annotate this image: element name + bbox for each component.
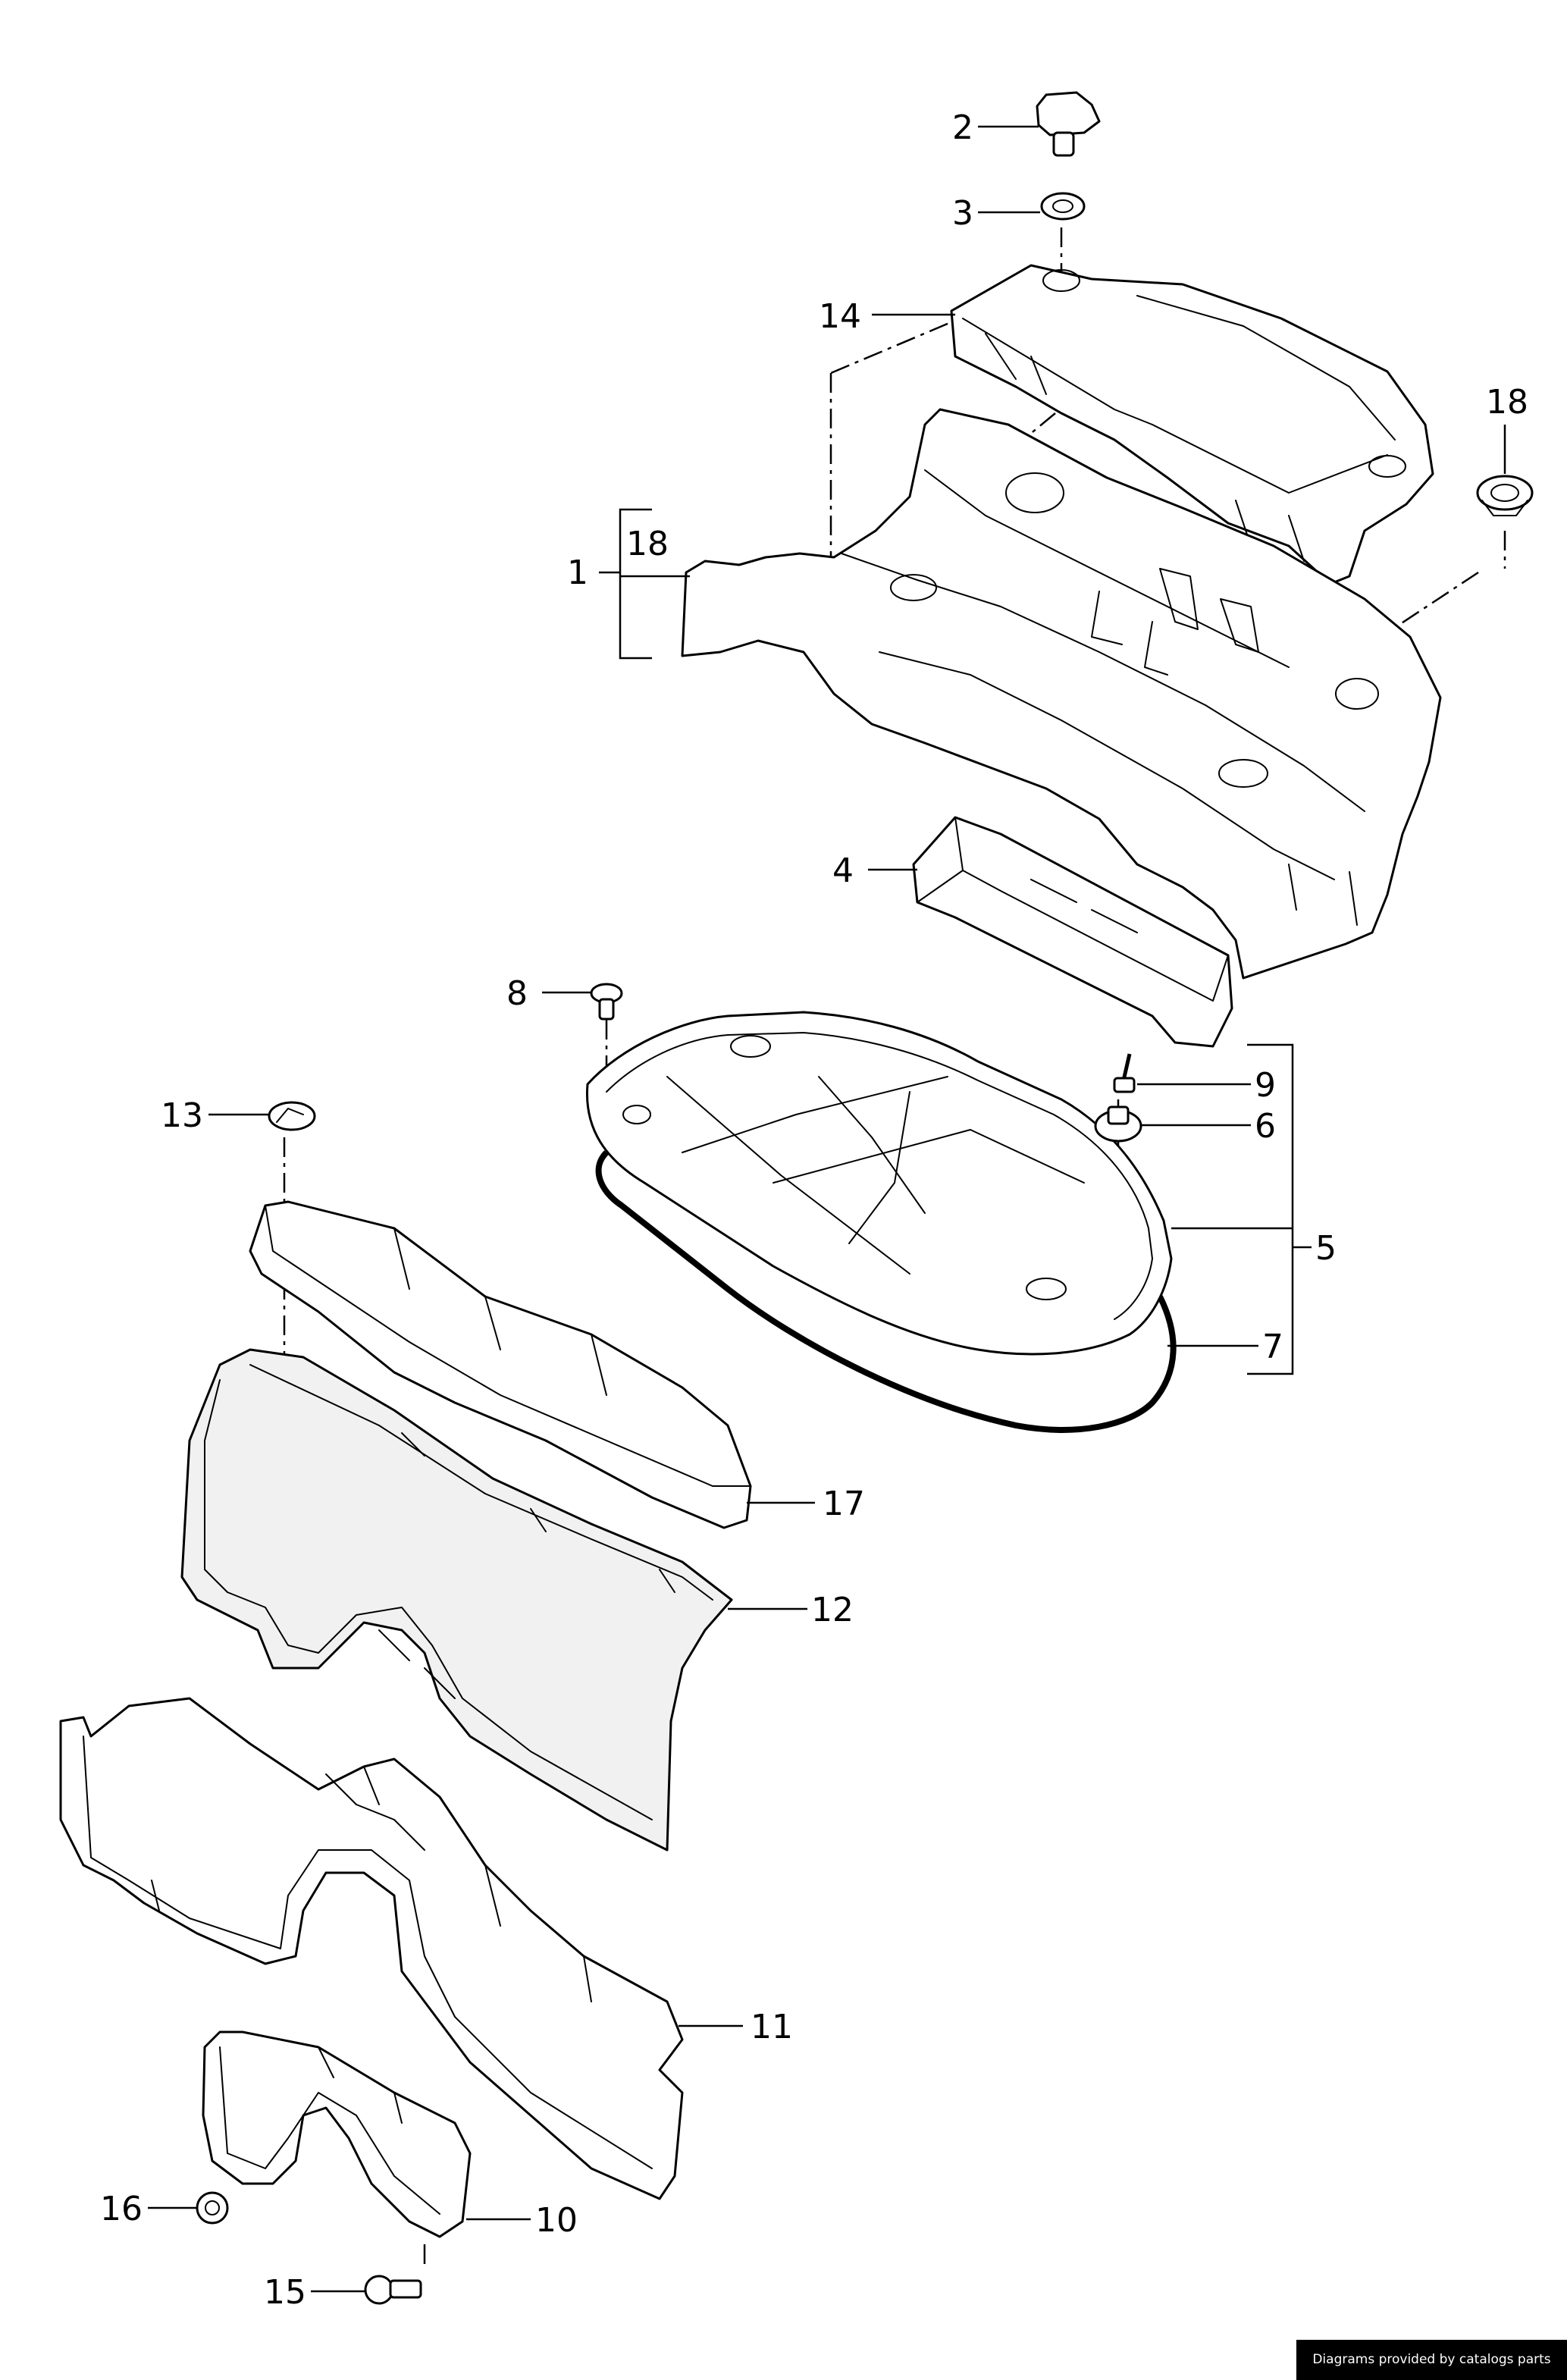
part-4-insulation-block (912, 816, 1233, 1048)
callout-5: 5 (1315, 1229, 1337, 1268)
callout-16: 16 (100, 2190, 143, 2228)
part-14-upper-trim-panel (950, 264, 1434, 585)
callout-9: 9 (1255, 1066, 1276, 1105)
callout-10: 10 (535, 2201, 578, 2240)
callout-14: 14 (819, 297, 861, 336)
part-15-bolt (364, 2275, 422, 2305)
part-3-washer (1040, 192, 1086, 221)
part-8-screw (590, 983, 623, 1021)
callout-1: 1 (567, 553, 588, 592)
part-2-plug (1036, 91, 1101, 157)
callout-12: 12 (811, 1591, 854, 1629)
callout-2: 2 (952, 108, 973, 147)
part-1-floor-panel (681, 408, 1442, 980)
part-11-lower-lining (59, 1697, 684, 2200)
callout-18-bracket: 18 (626, 525, 669, 563)
callout-17: 17 (823, 1485, 865, 1523)
callout-7: 7 (1262, 1328, 1283, 1366)
diagram-credit-badge: Diagrams provided by catalogs parts (1296, 2340, 1567, 2380)
part-5-lid-panel (585, 1011, 1177, 1433)
callout-13: 13 (161, 1096, 203, 1135)
callout-6: 6 (1255, 1107, 1276, 1146)
part-7-seal (595, 1150, 1177, 1433)
callout-11: 11 (751, 2008, 793, 2046)
part-13-cap (268, 1101, 316, 1131)
part-12-side-lining (180, 1348, 733, 1852)
part-6-bumper (1094, 1105, 1142, 1143)
callout-8: 8 (506, 974, 528, 1013)
part-16-nut (196, 2191, 229, 2225)
callout-labels: 2 3 14 18 18 1 4 8 9 6 5 7 13 17 12 11 1… (100, 108, 1528, 2312)
callout-18-top: 18 (1486, 383, 1528, 422)
callout-15: 15 (264, 2273, 306, 2312)
callout-3: 3 (952, 194, 973, 233)
callout-4: 4 (832, 851, 854, 890)
part-10-bracket-cover (202, 2030, 472, 2238)
part-18-grommet (1476, 475, 1534, 516)
part-9-bolt (1113, 1053, 1136, 1093)
leader-lines (148, 125, 1506, 2293)
